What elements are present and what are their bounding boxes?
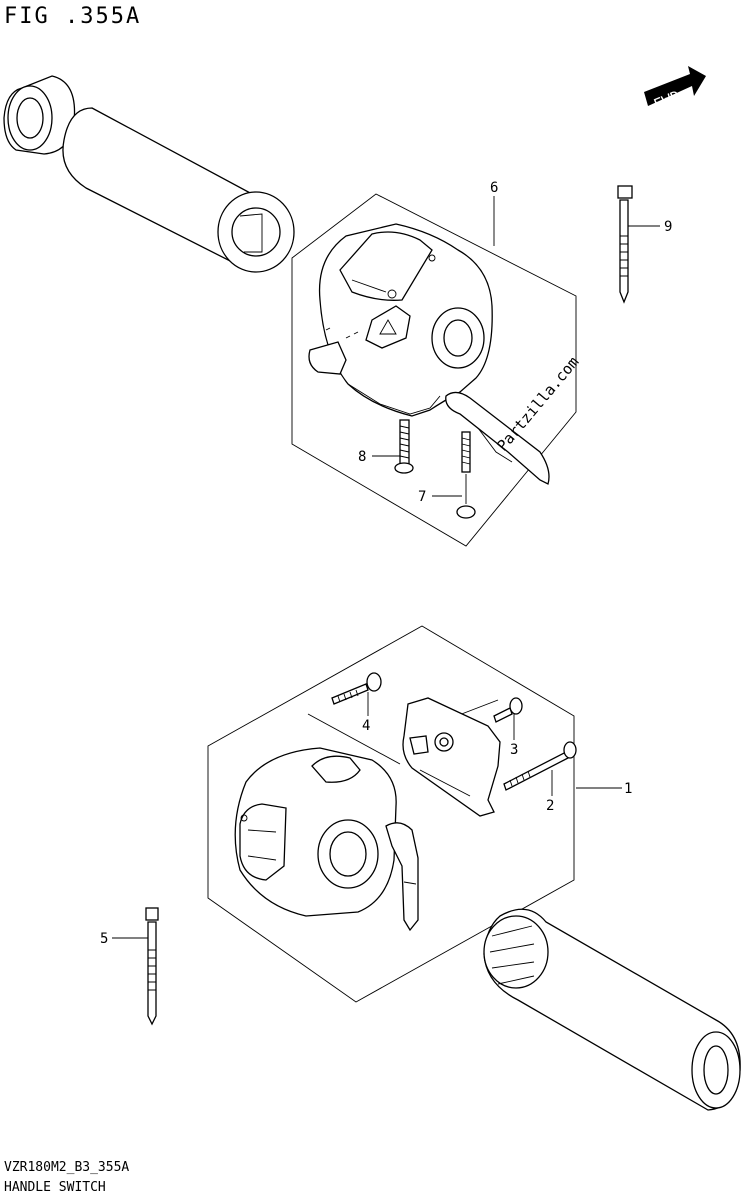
- cable-tie-9: [617, 185, 633, 304]
- callout-5: 5: [100, 931, 108, 947]
- assembly-6-outline: [291, 193, 577, 547]
- callout-7: 7: [418, 489, 426, 505]
- assembly-1-outline: [207, 625, 575, 1003]
- watermark-text: Partzilla.com: [493, 353, 582, 455]
- callout-6: 6: [490, 180, 498, 196]
- screw-3: [493, 697, 523, 723]
- figure-title: FIG .355A: [4, 4, 142, 29]
- screw-2: [503, 741, 577, 791]
- right-switch-cable: [385, 822, 419, 932]
- screw-8: [394, 419, 414, 474]
- switch-cable: [445, 391, 550, 485]
- callout-4: 4: [362, 718, 370, 734]
- callout-3: 3: [510, 742, 518, 758]
- right-handle-switch: [234, 747, 397, 917]
- figure-name: HANDLE SWITCH: [4, 1180, 106, 1195]
- left-handle-grip: [62, 107, 295, 273]
- fwd-arrow-icon: FWD: [644, 66, 706, 114]
- figure-code: VZR180M2_B3_355A: [4, 1160, 130, 1175]
- right-throttle-grip: [483, 908, 741, 1111]
- callout-2: 2: [546, 798, 554, 814]
- switch-bracket: [402, 697, 501, 817]
- grip-end-cap: [3, 75, 76, 155]
- callout-8: 8: [358, 449, 366, 465]
- callout-1: 1: [624, 781, 632, 797]
- watermark-logo: Partzilla.com: [493, 353, 582, 455]
- screw-4: [331, 672, 382, 705]
- cable-tie-5: [145, 907, 159, 1026]
- screw-7: [456, 431, 476, 519]
- callout-9: 9: [664, 219, 672, 235]
- left-handle-switch: [308, 223, 493, 417]
